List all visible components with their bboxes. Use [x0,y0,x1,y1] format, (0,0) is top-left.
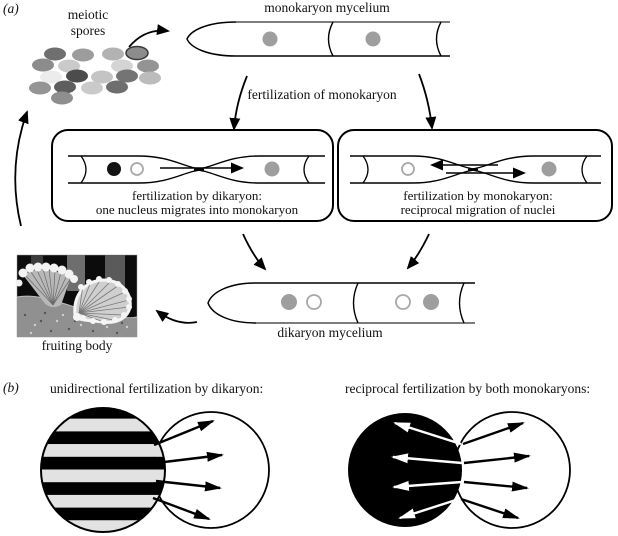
dikaryon-mycelium-label: dikaryon mycelium [277,325,383,340]
septum [362,155,369,184]
gray-nucleus-icon [262,31,278,47]
nuclear-migration-arrows-right [460,421,531,520]
monokaryon-mycelium-label: monokaryon mycelium [264,0,390,15]
reciprocal-caption: reciprocal fertilization by both monokar… [345,381,591,396]
nuclear-migration-arrows-left [391,421,463,520]
recipient-monokaryon-circle [152,411,270,529]
box-fertilization-by-monokaryon [337,129,613,222]
septum [352,282,359,324]
white-nucleus-icon [306,294,322,310]
fertilization-of-monokaryon-label: fertilization of monokaryon [247,87,397,102]
arrow-spores-to-monokaryon [128,24,170,48]
arrow-dikaryon-to-fruiting-body [155,309,198,324]
monokaryon-mycelium-drawing [186,21,450,57]
black-nucleus-icon [107,162,121,176]
box-fertilization-by-dikaryon [51,129,334,222]
box-dikaryon-caption: fertilization by dikaryon: one nucleus m… [95,188,299,217]
dikaryon-mycelium-drawing [207,282,475,324]
septum [303,155,310,184]
septum [327,21,334,57]
meiotic-spores-cluster [29,45,161,105]
septum [458,282,465,324]
box-monokaryon-caption: fertilization by monokaryon: reciprocal … [400,188,556,217]
arrow-box2-to-dikaryon [406,233,430,270]
arrow-to-dikaryon-box [229,75,248,131]
diagram-reciprocal-fertilization [348,411,571,529]
white-nucleus-icon [395,294,411,310]
gray-nucleus-icon [423,294,439,310]
arrow-fruiting-body-to-spores [14,110,29,227]
black-monokaryon-circle [348,413,462,527]
fruiting-body-photo [15,254,138,338]
unidirectional-caption: unidirectional fertilization by dikaryon… [50,381,264,396]
meiotic-spores-label: meiotic spores [67,7,109,38]
panel-b-label: (b) [3,380,19,395]
gray-nucleus-icon [281,294,297,310]
striped-dikaryon-circle [41,408,165,532]
arrow-box1-to-dikaryon [242,233,267,271]
panel-a-label: (a) [3,1,19,16]
gray-nucleus-icon [365,31,381,47]
gray-nucleus-icon [264,161,280,177]
septum [80,155,87,184]
gray-nucleus-icon [541,161,557,177]
septum [435,21,442,57]
nuclear-migration-arrows-right [152,419,224,521]
white-nucleus-icon [401,162,415,176]
recipient-monokaryon-circle [453,411,571,529]
arrow-to-monokaryon-box [418,73,437,130]
white-nucleus-icon [130,162,144,176]
diagram-unidirectional-fertilization [40,407,270,533]
fruiting-body-label: fruiting body [41,338,113,353]
septum [581,155,588,184]
